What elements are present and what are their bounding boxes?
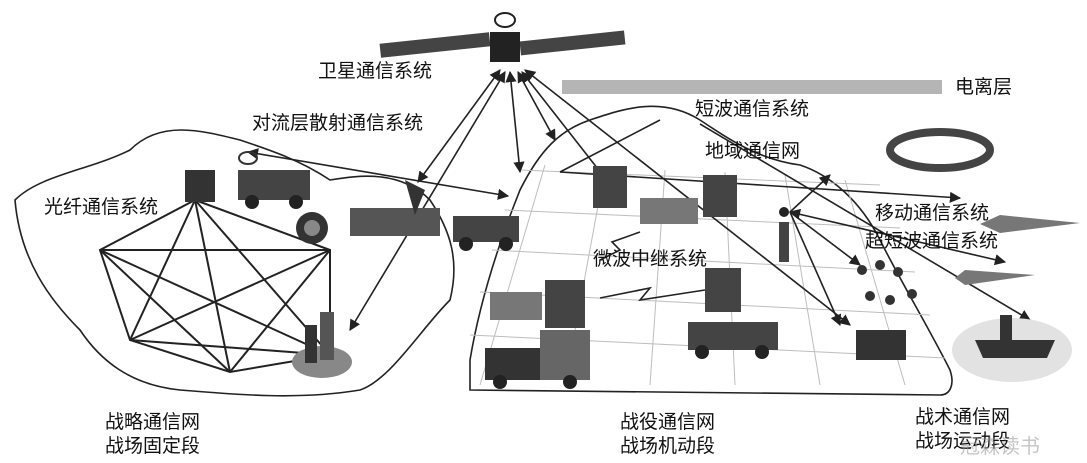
- jeep-icon: [688, 322, 778, 359]
- zone-strategic: 战略通信网 战场固定段: [105, 410, 200, 458]
- area-node-icon: [545, 166, 741, 328]
- label-shortwave: 短波通信系统: [695, 98, 810, 120]
- vehicle-icon: [453, 216, 519, 251]
- ionosphere-bar: [562, 80, 942, 94]
- router-icon: [296, 212, 328, 244]
- strategic-command-icon: [292, 312, 352, 378]
- strategic-terrain-outline: [14, 129, 455, 397]
- zone-strategic-line2: 战场固定段: [105, 435, 201, 457]
- zone-tactical-line1: 战术通信网: [915, 406, 1011, 428]
- label-troposcatter: 对流层散射通信系统: [252, 112, 424, 134]
- zone-campaign-line1: 战役通信网: [620, 411, 716, 433]
- label-ultrashort: 超短波通信系统: [865, 230, 999, 252]
- label-satellite: 卫星通信系统: [318, 60, 433, 82]
- command-truck-icon: [485, 330, 590, 389]
- zone-campaign-line2: 战场机动段: [620, 435, 716, 457]
- ring-antenna-icon: [886, 128, 994, 172]
- ship-icon: [952, 315, 1072, 382]
- fiber-node-icon: [185, 170, 215, 202]
- fiber-mesh: [98, 198, 331, 374]
- zone-tactical: 战术通信网 战场运动段: [915, 405, 1010, 453]
- label-area-network: 地域通信网: [705, 140, 801, 162]
- zone-campaign: 战役通信网 战场机动段: [620, 410, 715, 458]
- label-mobile: 移动通信系统: [875, 202, 990, 224]
- zone-strategic-line1: 战略通信网: [105, 411, 201, 433]
- label-fiber: 光纤通信系统: [44, 196, 159, 218]
- zone-tactical-line2: 战场运动段: [915, 430, 1011, 452]
- label-microwave: 微波中继系统: [593, 248, 708, 270]
- label-ionosphere: 电离层: [955, 76, 1013, 98]
- soldiers-icon: [856, 260, 917, 360]
- scatter-station-icon: [350, 180, 440, 236]
- building-icon: [490, 198, 698, 320]
- shelter-truck-icon: [238, 151, 310, 209]
- watermark: 冠森读书: [960, 434, 1040, 458]
- aircraft-icon: [955, 215, 1080, 285]
- radio-tower-icon: [779, 207, 789, 262]
- satellite-icon: [379, 12, 626, 62]
